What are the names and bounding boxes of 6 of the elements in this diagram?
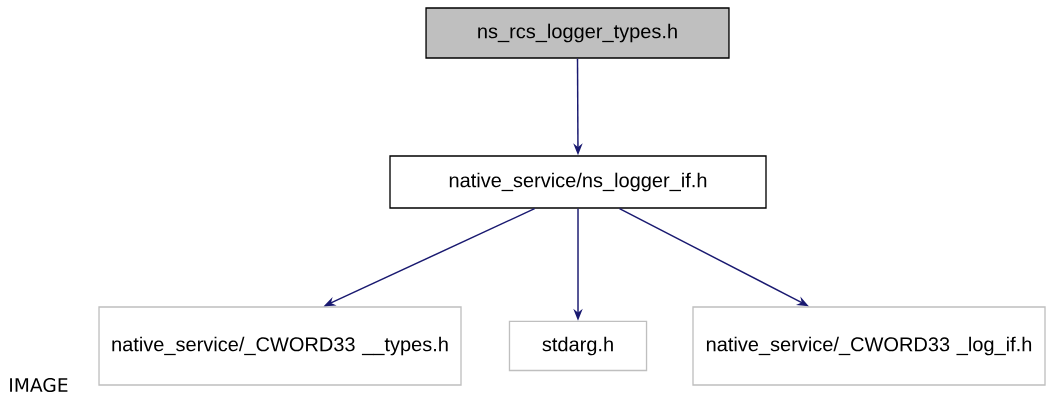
caption-text: IMAGE: [10, 377, 68, 393]
root-file-box: ns_rcs_logger_types.h: [425, 7, 730, 59]
file-box: native_service/_CWORD33 _log_if.h: [692, 306, 1046, 386]
file-box: native_service/ns_logger_if.h: [389, 155, 767, 209]
file-box: stdarg.h: [508, 320, 648, 372]
file-box: native_service/_CWORD33 __types.h: [98, 306, 462, 386]
